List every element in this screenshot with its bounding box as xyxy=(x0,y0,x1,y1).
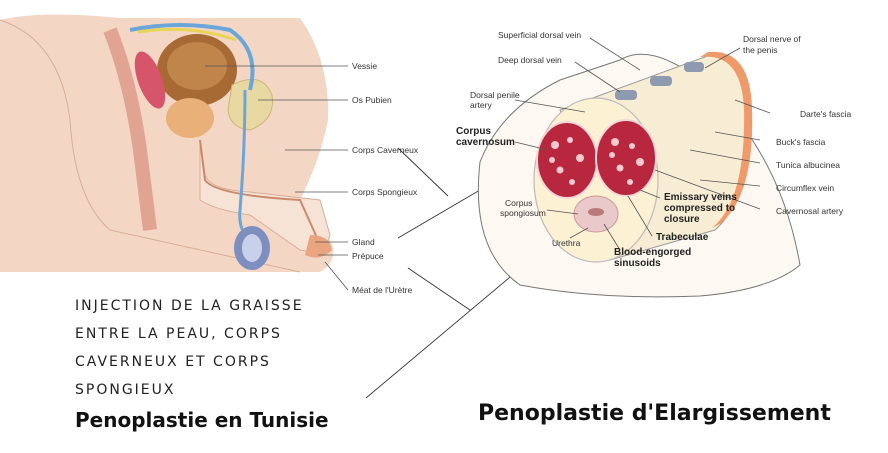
label-trabeculae: Trabeculae xyxy=(656,232,709,243)
title-penoplastie-elargissement: Penoplastie d'Elargissement xyxy=(478,401,831,426)
label-dorsal-nerve-1: Dorsal nerve of xyxy=(743,34,801,44)
label-urethra: Urethra xyxy=(552,238,581,248)
caption-line: INJECTION DE LA GRAISSE xyxy=(75,298,304,314)
label-prepuce: Prépuce xyxy=(352,251,384,261)
caption-line: SPONGIEUX xyxy=(75,382,176,398)
vas-deferens xyxy=(129,23,255,91)
label-os-pubien: Os Pubien xyxy=(352,95,392,105)
label-corpus-cavernosum-1: Corpus xyxy=(456,126,491,137)
label-emissary-2: compressed to xyxy=(664,203,736,214)
label-corpus-cavernosum-2: cavernosum xyxy=(456,137,515,148)
corpus-cavernosum-right xyxy=(595,119,657,197)
label-vessie: Vessie xyxy=(352,61,378,71)
prostate-shape xyxy=(166,98,214,138)
title-penoplastie-tunisie: Penoplastie en Tunisie xyxy=(75,408,329,432)
label-dorsal-penile-artery-2: artery xyxy=(470,100,492,110)
label-emissary-3: closure xyxy=(664,214,700,225)
label-sinusoids-2: sinusoids xyxy=(614,258,661,269)
label-tunica-albuginea: Tunica albucinea xyxy=(776,160,840,170)
label-sinusoids-1: Blood-engorged xyxy=(614,247,692,258)
label-corps-spongieux: Corps Spongieux xyxy=(352,187,418,197)
label-corps-caverneux: Corps Caverneux xyxy=(352,145,419,155)
sagittal-anatomy xyxy=(0,14,349,291)
pubic-bone-shape xyxy=(227,78,274,131)
label-gland: Gland xyxy=(352,237,375,247)
glans-shape xyxy=(305,235,332,258)
label-circumflex-vein: Circumflex vein xyxy=(776,183,835,193)
label-corpus-spongiosum-2: spongiosum xyxy=(500,208,546,218)
label-meat: Méat de l'Urètre xyxy=(352,285,413,295)
label-dorsal-nerve-2: the penis xyxy=(743,45,778,55)
label-deep-dorsal-vein: Deep dorsal vein xyxy=(498,55,562,65)
label-dartos-fascia: Darte's fascia xyxy=(800,109,852,119)
label-cavernosal-artery: Cavernosal artery xyxy=(776,206,844,216)
label-dorsal-penile-artery-1: Dorsal penile xyxy=(470,90,520,100)
caption-line: CAVERNEUX ET CORPS xyxy=(75,354,271,370)
label-bucks-fascia: Buck's fascia xyxy=(776,137,826,147)
corpus-cavernosum-left xyxy=(536,121,598,199)
label-corpus-spongiosum-1: Corpus xyxy=(505,198,533,208)
label-emissary-1: Emissary veins xyxy=(664,192,737,203)
caption-line: ENTRE LA PEAU, CORPS xyxy=(75,326,282,342)
label-superficial-dorsal-vein: Superficial dorsal vein xyxy=(498,30,582,40)
caption-text: INJECTION DE LA GRAISSE ENTRE LA PEAU, C… xyxy=(75,292,375,404)
dorsal-veins xyxy=(615,62,704,100)
cross-section-anatomy xyxy=(477,37,801,298)
